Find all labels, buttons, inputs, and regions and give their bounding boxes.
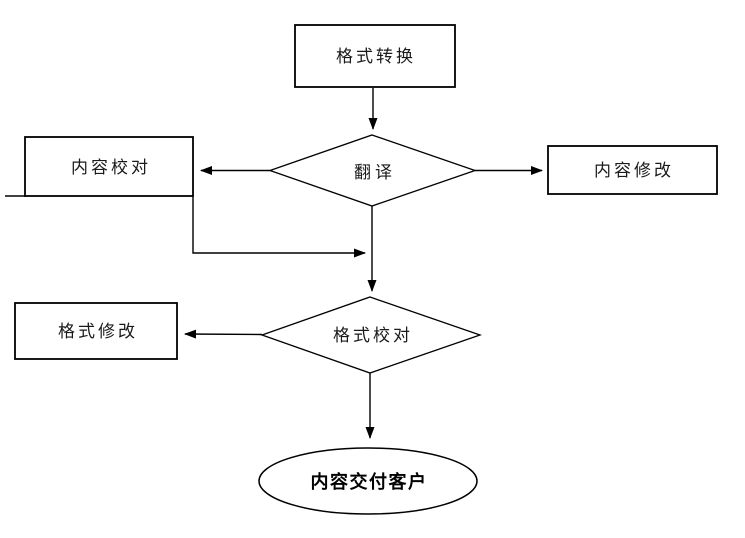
format-proofreading-label: 格式校对 (333, 326, 413, 345)
node-content-modification: 内容修改 (547, 145, 718, 195)
content-delivery-ellipse (258, 447, 478, 515)
format-proofreading-diamond (260, 296, 482, 374)
node-content-proofreading: 内容校对 (24, 136, 194, 197)
format-modification-box (14, 302, 178, 360)
node-content-delivery: 内容交付客户 (258, 447, 478, 515)
node-format-modification: 格式修改 (14, 302, 178, 360)
format-conversion-box (294, 24, 456, 88)
edge-format-proofreading-to-format-modification-arrow (184, 329, 263, 339)
content-modification-label: 内容修改 (594, 161, 674, 180)
content-modification-box (547, 145, 718, 195)
translation-label: 翻译 (354, 163, 396, 182)
node-format-conversion: 格式转换 (294, 24, 456, 88)
format-modification-label: 格式修改 (58, 322, 138, 341)
node-format-proofreading: 格式校对 (260, 296, 482, 374)
content-delivery-label: 内容交付客户 (311, 471, 428, 492)
translation-diamond (268, 134, 477, 207)
format-conversion-label: 格式转换 (336, 47, 416, 66)
node-translation: 翻译 (268, 134, 477, 207)
content-proofreading-label: 内容校对 (71, 158, 151, 177)
content-proofreading-box (24, 136, 194, 197)
edge-content-proofreading-to-format-proofreading-arrow (192, 196, 366, 258)
